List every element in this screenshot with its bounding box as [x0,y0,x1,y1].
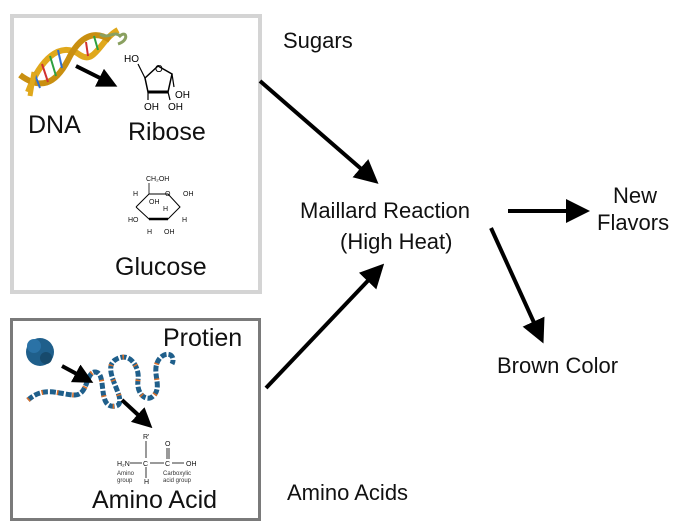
glucose-atom-oh-right: OH [183,191,194,198]
new-flavors-line1: New [613,183,658,208]
protein-chain-icon [26,351,176,409]
brown-color-label: Brown Color [497,353,619,378]
glucose-atom-h-left: H [133,191,138,198]
dna-helix-icon [18,27,128,97]
protein-label: Protien [163,324,243,352]
amino-group-label-2: group [117,478,133,484]
dna-label: DNA [28,111,81,139]
amino-acid-label: Amino Acid [92,486,218,514]
sugars-to-reaction-arrow [258,79,379,184]
new-flavors-line2: Flavors [597,210,670,235]
glucose-atom-h-mid: H [163,206,168,213]
amino-acid-hydroxyl: OH [186,461,197,468]
ribose-structure-icon [137,63,175,101]
ribose-atom-ho: HO [124,54,139,65]
amino-acid-carbonyl-carbon: C [165,461,170,468]
carboxyl-label-1: Carboxylic [163,471,191,477]
protein-chain-markers [26,354,163,409]
reaction-to-brown-arrow [489,227,545,344]
amino-acid-r-group: R' [143,434,149,441]
glucose-atom-o: O [165,191,171,198]
ribose-atom-oh2: OH [144,102,159,113]
glucose-atom-h-right: H [182,217,187,224]
sugars-panel [10,14,262,294]
amino-acid-oxygen: O [165,441,171,448]
protein-panel [10,318,261,521]
chain-to-amino-acid-arrow [120,398,153,429]
amino-acids-to-reaction-arrow [264,263,385,390]
amino-acid-alpha-carbon: C [143,461,148,468]
reaction-title: Maillard Reaction [300,198,470,223]
dna-to-ribose-arrow [75,64,118,87]
glucose-atom-ho: HO [128,217,139,224]
protein-globule-icon [26,338,54,366]
amino-acid-hydrogen: H [144,479,149,486]
sugars-label: Sugars [283,28,353,53]
glucose-label: Glucose [115,253,207,281]
amino-acid-amine: H₂N [117,461,130,468]
amino-acid-structure-icon [130,441,184,478]
reaction-subtitle: (High Heat) [340,229,453,254]
ribose-atom-o: O [155,64,163,75]
ribose-label: Ribose [128,118,206,146]
glucose-atom-ch2oh: CH₂OH [146,176,169,183]
amino-acids-label: Amino Acids [287,480,409,505]
ribose-atom-oh3: OH [168,102,183,113]
ribose-atom-oh1: OH [175,90,190,101]
amino-group-label-1: Amino [117,471,135,477]
glucose-atom-oh-bottom: OH [164,229,175,236]
carboxyl-label-2: acid group [163,478,192,484]
glucose-atom-h-bottom: H [147,229,152,236]
glucose-atom-oh-mid: OH [149,199,160,206]
globule-to-chain-arrow [61,364,94,383]
glucose-structure-icon [135,183,181,221]
